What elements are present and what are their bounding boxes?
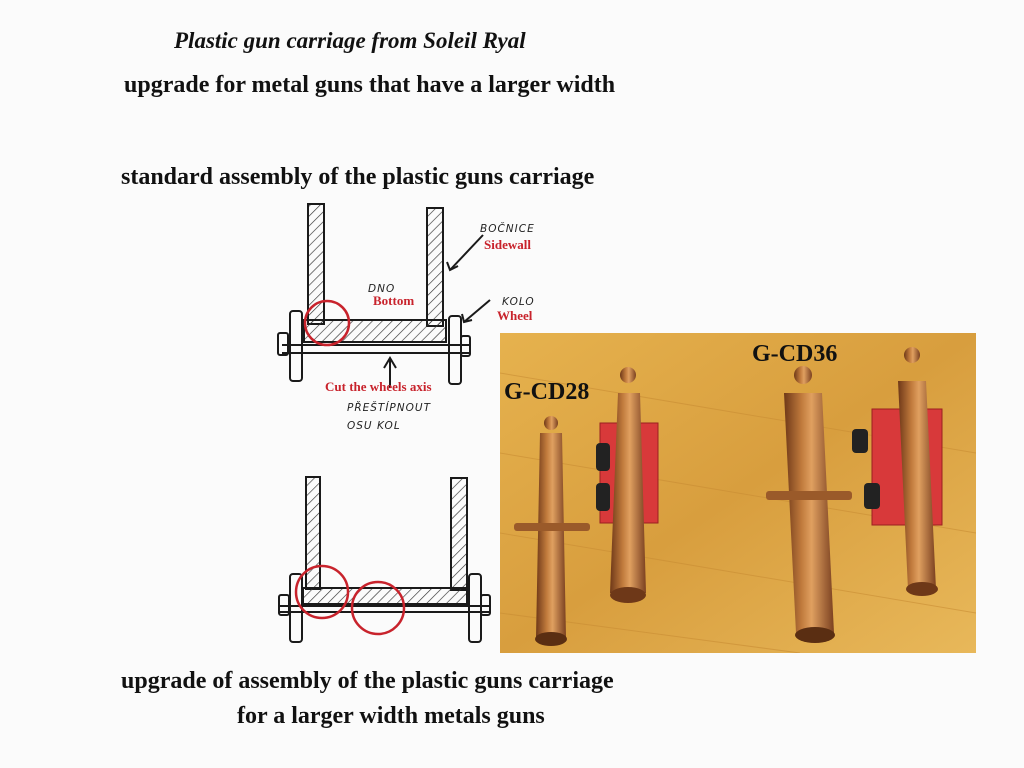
left-wheel xyxy=(289,310,303,382)
right-wheel-upgrade xyxy=(468,573,482,643)
sidewall-label-en: Sidewall xyxy=(484,237,531,252)
gun-g-cd28 xyxy=(514,367,659,646)
gun-g-cd36 xyxy=(766,347,943,643)
bottom-plate xyxy=(303,319,447,343)
axis-highlight-circle xyxy=(350,580,406,636)
bottom-label-en: Bottom xyxy=(373,293,415,308)
wheel-label-cz: KOLO xyxy=(502,296,535,308)
bottom-label-cz: DNO xyxy=(368,283,396,295)
right-sidewall-upgrade xyxy=(450,477,468,591)
left-sidewall-upgrade xyxy=(305,476,321,590)
upgrade-caption-line1: upgrade of assembly of the plastic guns … xyxy=(121,668,614,694)
sidewall-highlight-circle xyxy=(294,564,350,620)
page-title: Plastic gun carriage from Soleil Ryal xyxy=(174,28,526,53)
sidewall-label-cz: BOČNICE xyxy=(480,223,535,235)
standard-assembly-sketch xyxy=(277,203,491,388)
left-sidewall xyxy=(307,203,325,325)
page-subtitle: upgrade for metal guns that have a large… xyxy=(124,72,616,98)
guns-photo: G-CD28 G-CD36 xyxy=(500,333,976,653)
cut-axis-label-en: Cut the wheels axis xyxy=(325,379,432,394)
cut-axis-label-cz-1: PŘEŠTÍPNOUT xyxy=(347,402,431,414)
standard-assembly-caption: standard assembly of the plastic guns ca… xyxy=(121,164,595,190)
cut-axis-label-cz-2: OSU KOL xyxy=(347,420,401,432)
bottom-highlight-circle xyxy=(303,299,351,347)
upgrade-caption-line2: for a larger width metals guns xyxy=(237,703,545,729)
upgrade-assembly-sketch xyxy=(278,476,491,643)
gun-label-g-cd36: G-CD36 xyxy=(752,341,838,367)
right-wheel xyxy=(448,315,462,385)
gun-label-g-cd28: G-CD28 xyxy=(504,379,590,405)
right-sidewall xyxy=(426,207,444,327)
wheel-label-en: Wheel xyxy=(497,308,533,323)
bottom-plate-upgrade xyxy=(302,587,468,605)
